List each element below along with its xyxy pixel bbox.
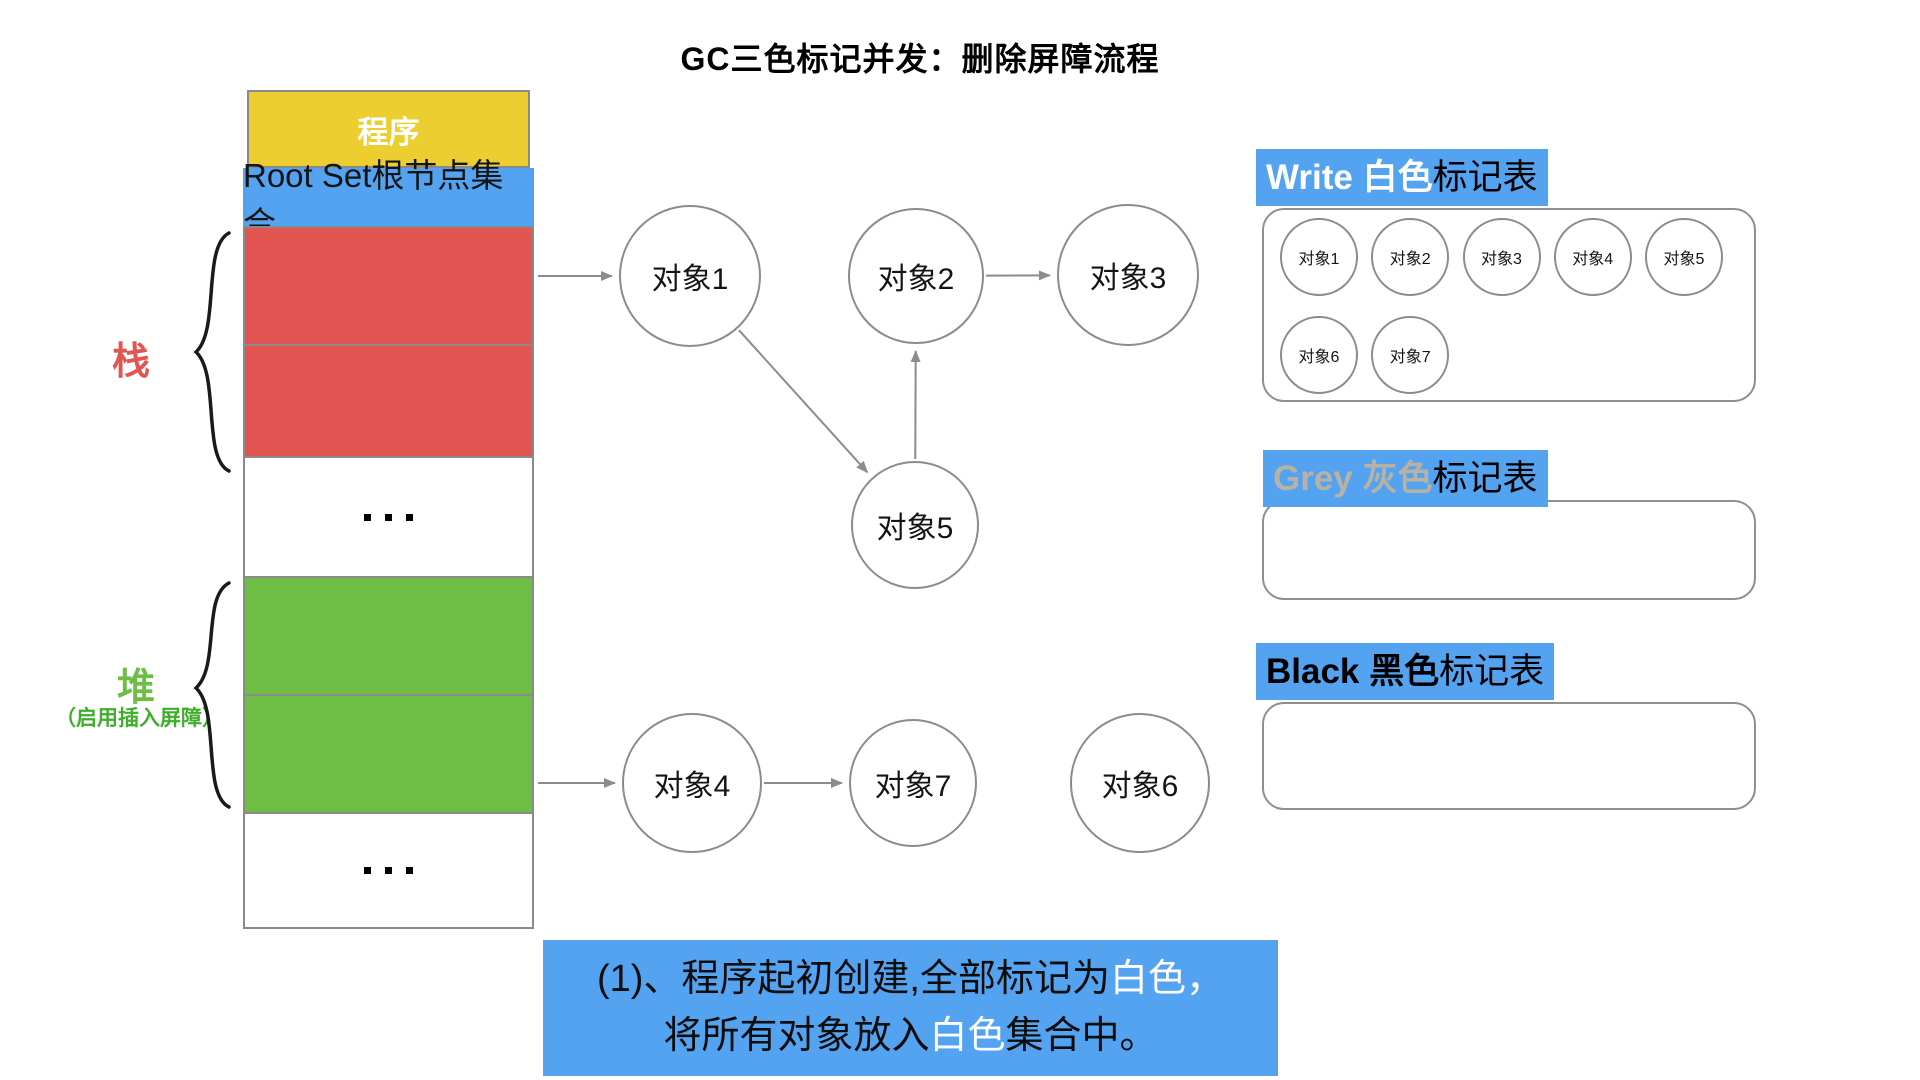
black-table-header: Black 黑色标记表	[1256, 643, 1555, 700]
table-object: 对象6	[1280, 316, 1358, 394]
program-box: 程序	[247, 90, 530, 168]
ellipsis-dot	[385, 513, 392, 521]
ellipsis-dot	[406, 513, 413, 521]
black-table	[1262, 702, 1756, 810]
stack-label: 栈	[112, 341, 151, 383]
table-object: 对象5	[1645, 218, 1723, 296]
black-table-header-rest: 标记表	[1439, 652, 1545, 691]
stack-segment-1	[243, 226, 534, 346]
table-object: 对象4	[1553, 218, 1632, 296]
object-node-obj7: 对象7	[849, 719, 977, 847]
white-table-header-highlight: Write 白色	[1266, 158, 1433, 197]
caption-highlight: 白色	[929, 1015, 1006, 1057]
heap-segment-1	[243, 576, 534, 696]
grey-table-header: Grey 灰色标记表	[1263, 450, 1548, 507]
black-table-header-highlight: Black 黑色	[1266, 652, 1440, 691]
heap-brace	[193, 581, 231, 809]
heap-ellipsis-box	[243, 812, 534, 929]
ellipsis-dot	[364, 513, 371, 521]
stack-ellipsis-box	[243, 456, 534, 578]
table-object: 对象1	[1280, 218, 1358, 296]
heap-segment-2	[243, 694, 534, 814]
caption-highlight: 白色，	[1110, 958, 1225, 1000]
stack-brace	[193, 231, 231, 473]
page-title: GC三色标记并发：删除屏障流程	[680, 41, 1160, 77]
white-table-header: Write 白色标记表	[1256, 149, 1548, 206]
table-object: 对象3	[1462, 218, 1541, 296]
heap-label: 堆	[117, 667, 156, 709]
grey-table-header-highlight: Grey 灰色	[1273, 459, 1433, 498]
ellipsis-dot	[364, 867, 371, 874]
caption-text: 集合中。	[1005, 1015, 1158, 1057]
heap-note: （启用插入屏障）	[55, 707, 223, 730]
stack-segment-2	[243, 344, 534, 458]
object-node-obj5: 对象5	[851, 461, 979, 589]
table-object: 对象2	[1371, 218, 1450, 296]
white-table-header-rest: 标记表	[1432, 158, 1538, 197]
caption-line: (1)、程序起初创建,全部标记为白色，	[543, 951, 1278, 1008]
ellipsis-dot	[385, 867, 392, 874]
caption-text: 将所有对象放入	[663, 1015, 930, 1057]
object-node-obj4: 对象4	[622, 713, 762, 853]
object-node-obj2: 对象2	[848, 208, 984, 344]
caption-line: 将所有对象放入白色集合中。	[543, 1008, 1278, 1065]
program-label: 程序	[357, 114, 420, 150]
ellipsis-dots	[364, 867, 413, 874]
grey-table	[1262, 500, 1756, 600]
root-set-box: Root Set根节点集合	[243, 157, 534, 242]
object-node-obj3: 对象3	[1057, 204, 1199, 346]
caption-text: (1)、程序起初创建,全部标记为	[596, 958, 1110, 1000]
ellipsis-dots	[364, 513, 413, 521]
grey-table-header-rest: 标记表	[1432, 459, 1538, 498]
table-object: 对象7	[1371, 316, 1450, 394]
edge-obj1-to-obj5	[738, 329, 869, 474]
object-node-obj6: 对象6	[1070, 713, 1210, 853]
object-node-obj1: 对象1	[619, 205, 761, 347]
ellipsis-dot	[406, 867, 413, 874]
step-caption: (1)、程序起初创建,全部标记为白色，将所有对象放入白色集合中。	[543, 940, 1278, 1076]
